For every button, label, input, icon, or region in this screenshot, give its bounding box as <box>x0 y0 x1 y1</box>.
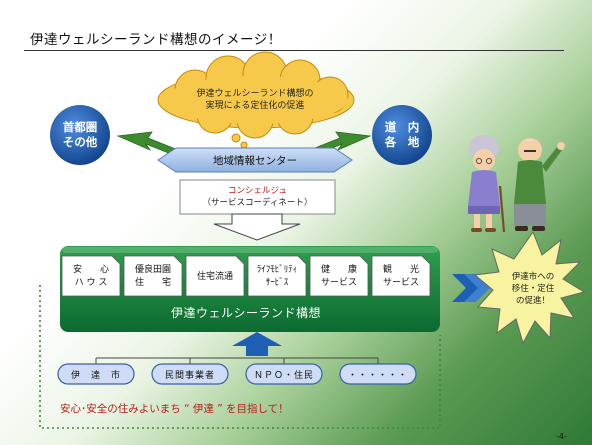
concierge-subtitle: （サービスコーディネート） <box>202 198 313 208</box>
elderly-couple-illustration <box>468 135 565 233</box>
service-box-label: 住宅流通 <box>196 271 233 282</box>
cloud-shape <box>157 51 355 149</box>
chevron-right-icon <box>452 274 490 302</box>
center-hexagon <box>157 147 353 173</box>
page-title: 伊達ウェルシーランド構想のイメージ！ <box>30 32 282 48</box>
service-boxes <box>61 255 431 297</box>
service-box-label: 安 心 ハ ウ ス <box>72 265 109 288</box>
down-arrow-icon <box>213 213 301 241</box>
title-underline <box>24 50 564 51</box>
stakeholder-label: 伊 達 市 <box>70 370 121 381</box>
stakeholder-label: ＮＰＯ・住民 <box>253 370 314 381</box>
right-bubble-label: 道 内 各 地 <box>384 120 420 149</box>
page-number: -4- <box>556 432 567 441</box>
dotted-frame <box>39 285 441 429</box>
stakeholder-label: ・・・・・・ <box>347 370 408 381</box>
concierge-text: コンシェルジュ （サービスコーディネート） <box>180 180 335 214</box>
main-bar-label: 伊達ウェルシーランド構想 <box>170 305 321 320</box>
concierge-box <box>179 179 336 215</box>
burst-text: 伊達市への 移住・定住 の促進！ <box>511 272 555 306</box>
right-bubble-circle <box>372 105 432 165</box>
service-box-label: 優良田園 住 宅 <box>134 265 171 288</box>
service-box-label: 観 光 サービス <box>382 265 419 288</box>
slogan: 安心･安全の住みよいまち “ 伊達 ” を目指して！ <box>60 403 289 415</box>
service-box-label: ﾗｲﾌﾓﾋﾞﾘﾃｨ ｻｰﾋﾞｽ <box>256 265 298 288</box>
left-bubble-label: 首都圏 その他 <box>62 120 98 149</box>
center-label: 地域情報センター <box>213 154 297 167</box>
cloud-text: 伊達ウェルシーランド構想の 実現による定住化の促進 <box>196 89 314 111</box>
stakeholder-pills <box>57 363 417 385</box>
starburst-shape <box>473 230 586 345</box>
connector-lines <box>95 357 379 364</box>
stakeholder-label: 民間事業者 <box>164 370 215 381</box>
concierge-title: コンシェルジュ <box>228 186 287 196</box>
service-box-label: 健 康 サービス <box>320 265 357 288</box>
up-arrow-icon <box>232 332 282 356</box>
left-bubble-circle <box>50 105 110 165</box>
